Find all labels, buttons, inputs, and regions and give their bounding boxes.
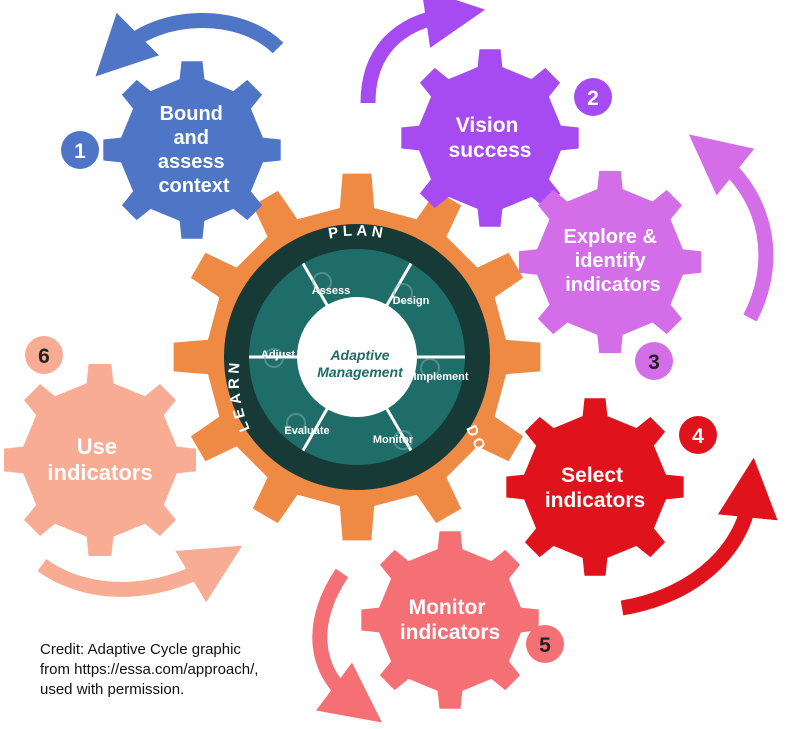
stage-label-adjust: Adjust [261,349,296,361]
arrow-step-6 [37,545,243,603]
gear-icon [420,358,440,378]
center-hub [297,297,417,417]
stage-label-evaluate: Evaluate [284,425,329,437]
arrow-step-5 [312,568,382,723]
ring-label-plan: PLAN [327,222,388,242]
stage-label-implement: Implement [413,371,468,383]
gear-step-6: Use indicators [4,364,196,556]
svg-text:1: 1 [74,140,86,163]
svg-text:Explore & identify: Explore & identify indicators [564,226,663,296]
center-title-line-2: Management [317,364,404,380]
gear-step-2: Vision success [401,49,579,227]
pulse-icon [393,430,413,450]
arrow-step-2 [360,0,486,104]
svg-text:4: 4 [692,425,704,448]
badge-step-3: 3 [635,342,673,380]
svg-text:Monitor indicators: Monitor indicators [400,596,500,644]
svg-text:3: 3 [648,351,660,374]
svg-text:Select indicators: Select indicators [545,464,645,512]
center-title-line-1: Adaptive [329,347,389,363]
arrow-step-1 [95,12,284,77]
stage-label-design: Design [393,295,430,307]
stage-label-monitor: Monitor [373,434,414,446]
step-number-badges: 1 2 3 4 5 6 [25,78,717,663]
gear-step-3: Explore & identify indicators [518,170,702,354]
stage-divider [301,262,330,308]
gear-step-4: Select indicators [506,398,684,576]
magnifier-icon [312,272,332,292]
stage-divider [301,406,330,452]
step-gears: Bound and assess context Vision success … [4,49,702,709]
svg-text:5: 5 [539,634,551,657]
svg-text:Use indicators: Use indicators [47,434,152,485]
cycle-arrows [37,0,778,723]
gear-step-1: Bound and assess context [103,61,281,239]
stage-label-assess: Assess [312,285,351,297]
svg-text:6: 6 [38,345,50,368]
clipboard-icon [286,413,306,433]
badge-step-2: 2 [574,78,612,116]
credit-line-2: from https://essa.com/approach/, [40,661,259,678]
center-gear: PLANLEARNDOAssessDesignImplementMonitorE… [173,173,541,541]
gear-step-5: Monitor indicators [361,531,539,709]
arrow-step-3 [688,134,774,322]
stage-divider [384,406,413,452]
svg-text:Vision success: Vision success [449,114,532,162]
credit-note: Credit: Adaptive Cycle graphic from http… [40,640,340,700]
badge-step-6: 6 [25,336,63,374]
svg-text:Bound and: Bound and assess context [158,103,230,197]
badge-step-1: 1 [61,131,99,169]
tools-icon [393,283,413,303]
badge-step-5: 5 [526,625,564,663]
credit-line-1: Credit: Adaptive Cycle graphic [40,641,241,658]
svg-text:2: 2 [587,87,599,110]
sliders-icon [264,348,284,368]
credit-line-3: used with permission. [40,681,185,698]
arrow-step-4 [620,457,778,616]
badge-step-4: 4 [679,416,717,454]
